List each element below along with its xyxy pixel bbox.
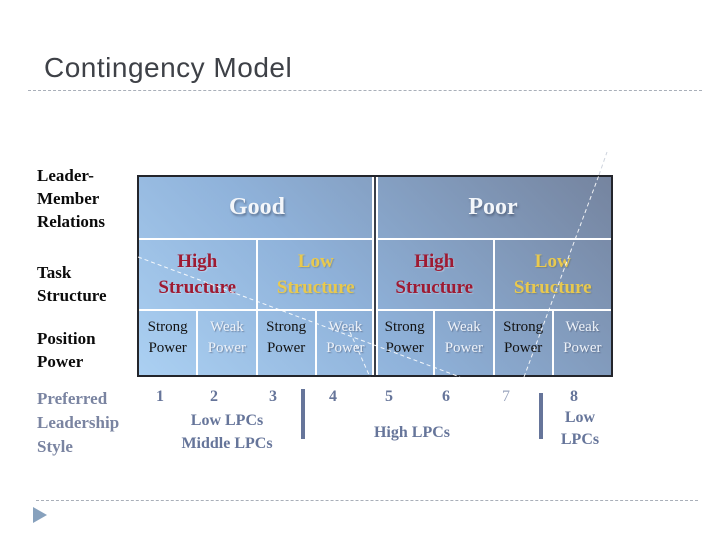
page-title: Contingency Model bbox=[44, 52, 293, 83]
cell-strong-power-2: Strong Power bbox=[258, 311, 317, 375]
contingency-table: Good Poor High Structure Low Structure H… bbox=[137, 175, 613, 377]
octant-number-8: 8 bbox=[570, 388, 578, 405]
cell-strong-power-4: Strong Power bbox=[495, 311, 554, 375]
octant-number-1: 1 bbox=[156, 388, 164, 405]
octant-number-7: 7 bbox=[502, 388, 510, 405]
octant-number-3: 3 bbox=[269, 388, 277, 405]
scale-separator-1 bbox=[301, 389, 305, 439]
octant-number-2: 2 bbox=[210, 388, 218, 405]
label-position-power: Position Power bbox=[37, 329, 96, 371]
footer-divider bbox=[36, 500, 698, 501]
cell-strong-power-3: Strong Power bbox=[376, 311, 436, 375]
scale-separator-2 bbox=[539, 393, 543, 439]
label-low-lpcs: Low LPCs bbox=[560, 409, 600, 448]
octant-number-4: 4 bbox=[329, 388, 337, 405]
header-poor: Poor bbox=[468, 194, 518, 220]
header-good: Good bbox=[228, 194, 285, 220]
octant-number-6: 6 bbox=[442, 388, 450, 405]
label-preferred-leadership-style: Preferred Leadership Style bbox=[37, 389, 120, 456]
cell-weak-power-3: Weak Power bbox=[435, 311, 495, 375]
label-low-middle-lpcs: Low LPCs Middle LPCs bbox=[181, 412, 273, 452]
cell-strong-power-1: Strong Power bbox=[139, 311, 199, 375]
label-leader-member-relations: Leader- Member Relations bbox=[37, 166, 105, 231]
cell-weak-power-1: Weak Power bbox=[198, 311, 258, 375]
cell-low-structure-2: Low Structure bbox=[513, 250, 592, 298]
play-triangle-icon bbox=[33, 507, 47, 523]
cell-weak-power-4: Weak Power bbox=[563, 319, 602, 356]
cell-weak-power-2: Weak Power bbox=[317, 311, 376, 375]
title-divider bbox=[28, 90, 702, 91]
cell-high-structure-1: High Structure bbox=[139, 240, 258, 309]
label-task-structure: Task Structure bbox=[37, 263, 107, 305]
octant-number-5: 5 bbox=[385, 388, 393, 405]
label-high-lpcs: High LPCs bbox=[373, 424, 450, 441]
cell-low-structure-1: Low Structure bbox=[258, 240, 376, 309]
cell-high-structure-2: High Structure bbox=[376, 240, 495, 309]
good-poor-divider bbox=[372, 177, 378, 375]
